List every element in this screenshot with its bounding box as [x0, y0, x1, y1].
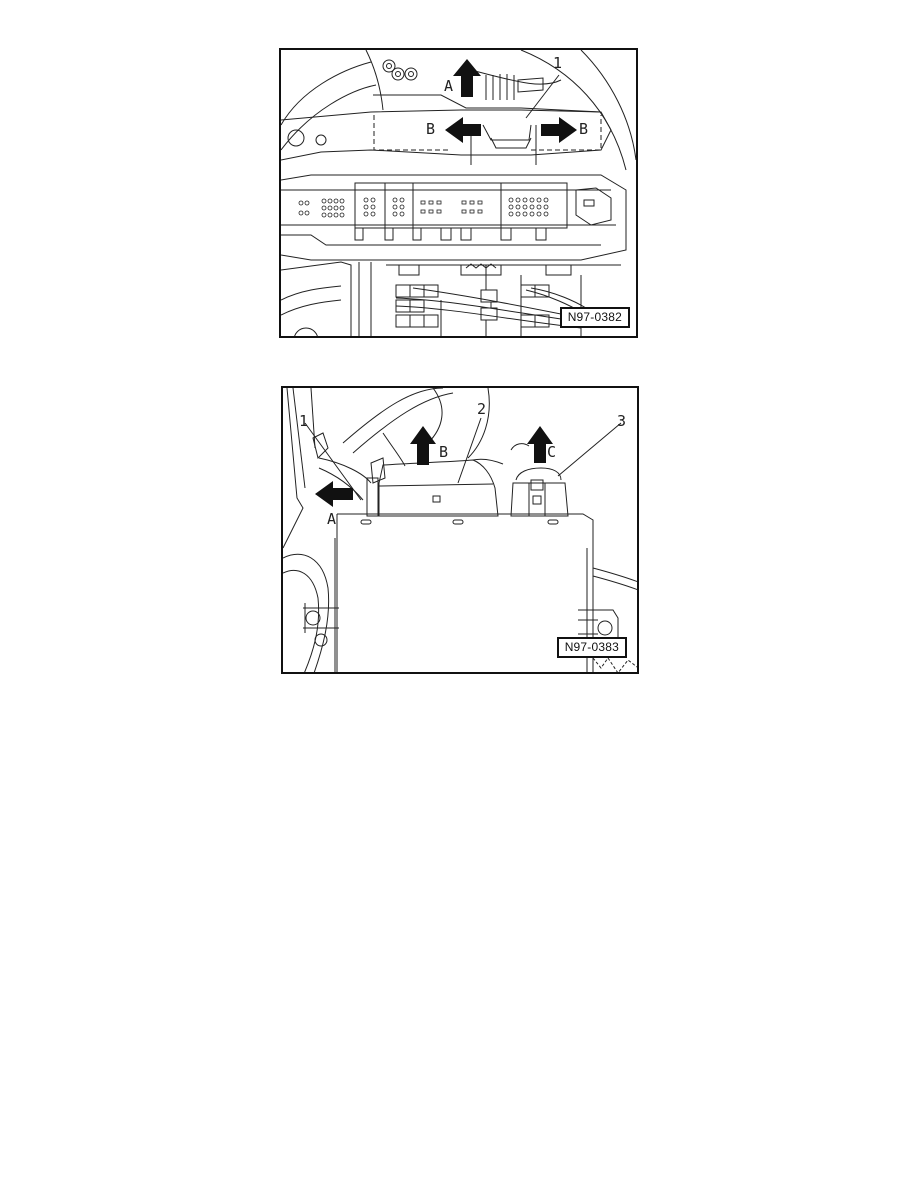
callout-arrow-a: A	[327, 510, 337, 528]
figure-id-label: N97-0382	[559, 307, 630, 328]
callout-part-1: 1	[553, 54, 563, 72]
callout-arrow-b: B	[439, 443, 449, 461]
figure-id-label: N97-0383	[556, 637, 627, 658]
figure-n97-0383: 1 2 3 A B C N97-0383	[281, 386, 639, 674]
callout-arrow-a: A	[444, 77, 454, 95]
callout-part-2: 2	[477, 400, 487, 418]
callout-part-1: 1	[299, 412, 309, 430]
callout-arrow-c: C	[547, 443, 557, 461]
callout-arrow-b-left: B	[426, 120, 436, 138]
control-unit-connector-illustration	[281, 50, 636, 336]
callout-part-3: 3	[617, 412, 627, 430]
control-unit-connectors-illustration	[283, 388, 637, 672]
callout-arrow-b-right: B	[579, 120, 589, 138]
figure-n97-0382: A 1 B B N97-0382	[279, 48, 638, 338]
